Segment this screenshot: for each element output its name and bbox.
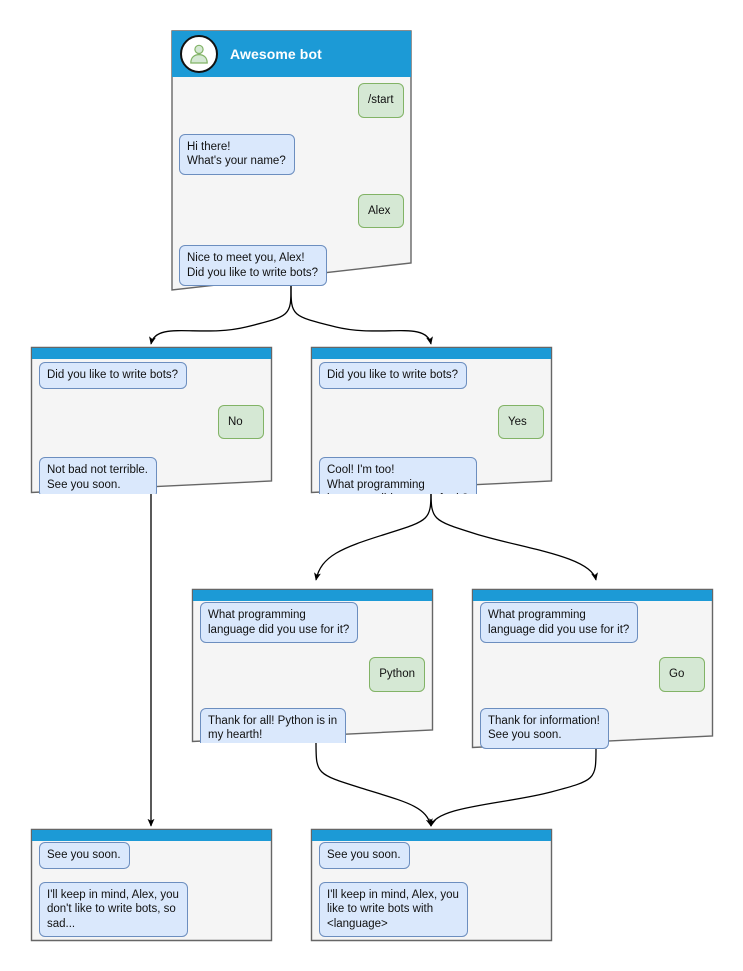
edge-go-to-end-happy [429, 747, 597, 827]
message-row: Thank for all! Python is in my hearth! S… [200, 707, 425, 743]
bot-message-bubble[interactable]: Did you like to write bots? [39, 362, 188, 389]
edge-python-to-end-happy [315, 741, 433, 827]
card-answer-no-header [32, 348, 271, 359]
card-answer-yes-header [312, 348, 551, 359]
message-row: See you soon. [319, 842, 544, 869]
card-answer-python[interactable]: What programming language did you use fo… [191, 588, 434, 743]
card-answer-go-messages: What programming language did you use fo… [471, 602, 714, 749]
message-row: What programming language did you use fo… [480, 602, 705, 643]
message-row: Did you like to write bots? [319, 362, 544, 389]
user-message-bubble[interactable]: /start [358, 83, 404, 118]
bot-message-bubble[interactable]: Did you like to write bots? [319, 362, 468, 389]
message-row: Go [480, 657, 705, 692]
card-answer-go[interactable]: What programming language did you use fo… [471, 588, 714, 749]
user-message-bubble[interactable]: Go [659, 657, 705, 692]
bot-message-bubble[interactable]: Not bad not terrible. See you soon. [39, 457, 158, 494]
message-row: I'll keep in mind, Alex, you don't like … [39, 881, 264, 937]
bot-message-bubble[interactable]: I'll keep in mind, Alex, you don't like … [39, 881, 188, 937]
card-end-sad-messages: See you soon. I'll keep in mind, Alex, y… [30, 842, 273, 937]
message-row: Not bad not terrible. See you soon. [39, 457, 264, 494]
message-row: Cool! I'm too! What programming language… [319, 457, 544, 494]
message-row: Hi there! What's your name? [179, 133, 404, 175]
bot-message-bubble[interactable]: Nice to meet you, Alex! Did you like to … [179, 245, 328, 286]
card-end-happy-header [312, 830, 551, 841]
card-answer-yes[interactable]: Did you like to write bots? Yes Cool! I'… [310, 346, 553, 494]
edge-start-to-yes [290, 285, 433, 345]
message-row: No [39, 404, 264, 439]
card-answer-python-messages: What programming language did you use fo… [191, 602, 434, 743]
message-row: Alex [179, 193, 404, 228]
card-end-happy[interactable]: See you soon. I'll keep in mind, Alex, y… [310, 828, 553, 942]
bot-message-bubble[interactable]: I'll keep in mind, Alex, you like to wri… [319, 881, 468, 937]
user-message-bubble[interactable]: Yes [498, 404, 544, 439]
bot-message-bubble[interactable]: Cool! I'm too! What programming language… [319, 457, 478, 494]
bot-name-label: Awesome bot [230, 46, 322, 62]
card-end-sad[interactable]: See you soon. I'll keep in mind, Alex, y… [30, 828, 273, 942]
message-row: Nice to meet you, Alex! Did you like to … [179, 245, 404, 286]
bot-message-bubble[interactable]: Thank for information! See you soon. [480, 707, 609, 749]
bot-message-bubble[interactable]: See you soon. [39, 842, 130, 869]
card-end-sad-header [32, 830, 271, 841]
message-row: What programming language did you use fo… [200, 602, 425, 643]
message-row: I'll keep in mind, Alex, you like to wri… [319, 881, 544, 937]
card-answer-no-messages: Did you like to write bots? No Not bad n… [30, 362, 273, 494]
message-row: Did you like to write bots? [39, 362, 264, 389]
message-row: See you soon. [39, 842, 264, 869]
card-start-header: Awesome bot [172, 31, 411, 77]
message-row: /start [179, 83, 404, 118]
card-answer-python-header [193, 590, 432, 601]
card-answer-no[interactable]: Did you like to write bots? No Not bad n… [30, 346, 273, 494]
bot-message-bubble[interactable]: What programming language did you use fo… [200, 602, 359, 643]
message-row: Python [200, 657, 425, 692]
card-answer-go-header [473, 590, 712, 601]
card-end-happy-messages: See you soon. I'll keep in mind, Alex, y… [310, 842, 553, 937]
card-answer-yes-messages: Did you like to write bots? Yes Cool! I'… [310, 362, 553, 494]
edge-yes-to-go [430, 487, 598, 581]
message-row: Yes [319, 404, 544, 439]
user-message-bubble[interactable]: Alex [358, 193, 404, 228]
card-start-messages: /start Hi there! What's your name? Alex … [170, 83, 413, 286]
bot-message-bubble[interactable]: Thank for all! Python is in my hearth! S… [200, 707, 347, 743]
user-message-bubble[interactable]: Python [369, 657, 425, 692]
bot-message-bubble[interactable]: See you soon. [319, 842, 410, 869]
edge-yes-to-python [314, 487, 432, 581]
card-start[interactable]: Awesome bot /start Hi there! What's your… [170, 29, 413, 292]
person-avatar-icon [180, 35, 218, 73]
message-row: Thank for information! See you soon. [480, 707, 705, 749]
edge-start-to-no [149, 285, 292, 345]
user-message-bubble[interactable]: No [218, 404, 264, 439]
bot-message-bubble[interactable]: Hi there! What's your name? [179, 133, 295, 175]
bot-message-bubble[interactable]: What programming language did you use fo… [480, 602, 639, 643]
